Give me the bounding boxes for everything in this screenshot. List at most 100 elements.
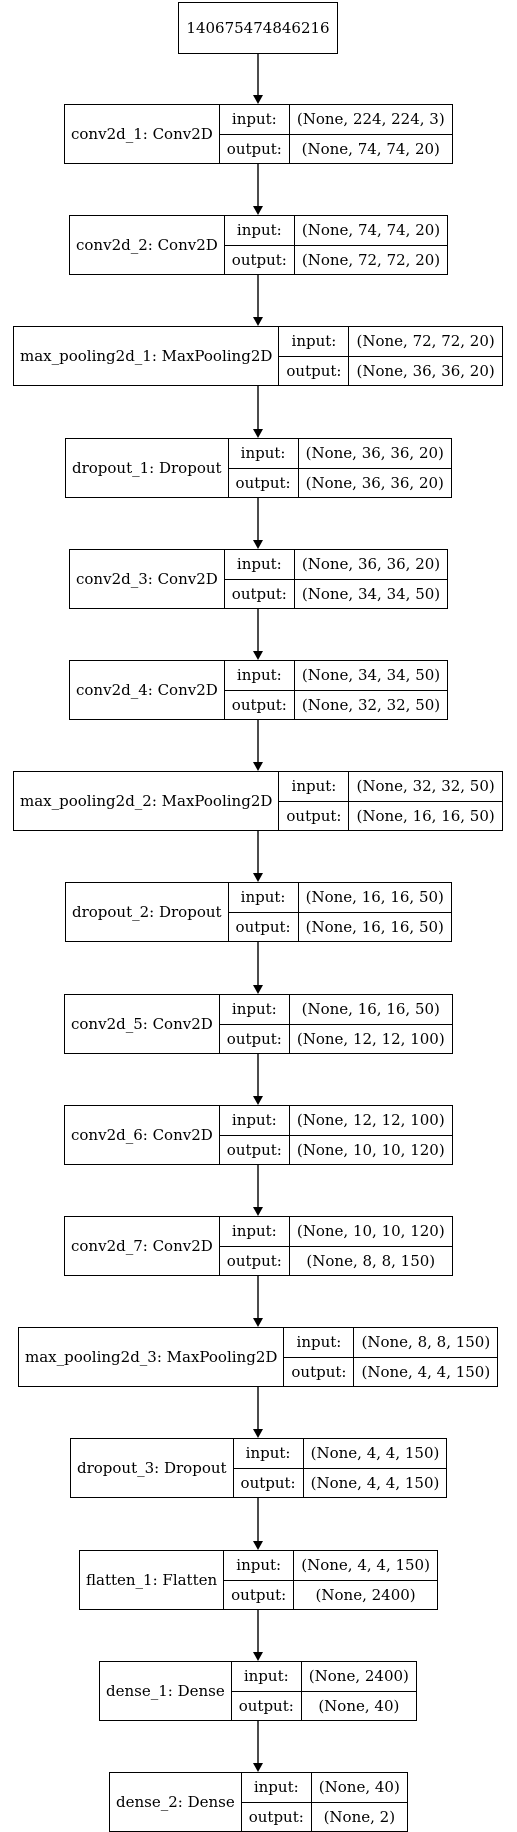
input-shape: (None, 4, 4, 150)	[303, 1439, 447, 1469]
input-port-label: input:	[219, 1106, 289, 1136]
port-labels: input: output:	[228, 439, 299, 497]
arrow-head	[253, 1541, 263, 1550]
input-port-label: input:	[224, 216, 294, 246]
output-port-label: output:	[248, 1807, 304, 1826]
port-labels: input: output:	[284, 1328, 355, 1386]
output-port-label: output:	[238, 1696, 294, 1715]
input-shape: (None, 10, 10, 120)	[289, 1217, 452, 1247]
layer-name: dropout_2: Dropout	[66, 883, 229, 941]
shape-values: (None, 224, 224, 3)(None, 74, 74, 20)	[289, 105, 452, 163]
arrow-head	[253, 1763, 263, 1772]
port-labels: input:output:	[224, 1551, 295, 1609]
output-shape: (None, 4, 4, 150)	[361, 1362, 491, 1381]
arrow-head	[253, 762, 263, 771]
input-port-label: input:	[224, 1551, 294, 1581]
layer-name: dropout_1: Dropout	[66, 439, 229, 497]
port-labels: input: output:	[279, 327, 350, 385]
output-shape: (None, 8, 8, 150)	[306, 1251, 436, 1270]
input-port-label: input:	[228, 883, 298, 913]
input-port-label: input:	[219, 995, 289, 1025]
port-labels: input:output:	[233, 1439, 304, 1497]
layer-name: dense_1: Dense	[100, 1662, 232, 1720]
shape-values: (None, 34, 34, 50)(None, 32, 32, 50)	[294, 661, 448, 719]
output-port-label: output:	[235, 473, 291, 492]
arrow-head	[253, 540, 263, 549]
output-port-label: output:	[286, 361, 342, 380]
port-labels: input: output:	[219, 1217, 290, 1275]
output-port-label: output:	[231, 584, 287, 603]
input-shape: (None, 40)	[311, 1773, 407, 1803]
layer-name: conv2d_1: Conv2D	[65, 105, 220, 163]
output-port-label: output:	[226, 1140, 282, 1159]
layer-name: conv2d_3: Conv2D	[70, 550, 225, 608]
output-port-label: output:	[235, 917, 291, 936]
output-shape: (None, 2)	[323, 1807, 396, 1826]
layer-name: dropout_3: Dropout	[71, 1439, 234, 1497]
arrow-head	[253, 206, 263, 215]
shape-values: (None, 36, 36, 20)(None, 34, 34, 50)	[294, 550, 448, 608]
output-shape: (None, 36, 36, 20)	[305, 473, 444, 492]
input-port-label: input:	[284, 1328, 354, 1358]
shape-values: (None, 36, 36, 20) (None, 36, 36, 20)	[298, 439, 451, 497]
arrow-head	[253, 1207, 263, 1216]
input-shape: (None, 74, 74, 20)	[294, 216, 448, 246]
output-port-label: output:	[231, 695, 287, 714]
port-labels: input: output:	[228, 883, 299, 941]
input-port-label: input:	[231, 1662, 301, 1692]
port-labels: input:output:	[219, 105, 290, 163]
port-labels: input: output:	[231, 1662, 302, 1720]
arrow-head	[253, 985, 263, 994]
port-labels: input:output:	[279, 772, 350, 830]
output-port-label: output:	[226, 1251, 282, 1270]
input-shape: (None, 8, 8, 150)	[354, 1328, 498, 1358]
output-port-label: output:	[286, 806, 342, 825]
input-shape: (None, 36, 36, 20)	[298, 439, 451, 469]
input-port-label: input:	[219, 1217, 289, 1247]
layer-name: conv2d_4: Conv2D	[70, 661, 225, 719]
arrow-head	[253, 429, 263, 438]
output-shape: (None, 10, 10, 120)	[296, 1140, 445, 1159]
input-shape: (None, 32, 32, 50)	[349, 772, 502, 802]
input-node-label: 140675474846216	[186, 19, 330, 37]
input-shape: (None, 16, 16, 50)	[298, 883, 451, 913]
input-port-label: input:	[241, 1773, 311, 1803]
input-shape: (None, 12, 12, 100)	[289, 1106, 452, 1136]
arrow-head	[253, 651, 263, 660]
output-port-label: output:	[291, 1362, 347, 1381]
input-port-label: input:	[224, 661, 294, 691]
input-shape: (None, 2400)	[301, 1662, 416, 1692]
shape-values: (None, 10, 10, 120) (None, 8, 8, 150)	[289, 1217, 452, 1275]
layer-name: flatten_1: Flatten	[80, 1551, 225, 1609]
shape-values: (None, 32, 32, 50) (None, 16, 16, 50)	[349, 772, 502, 830]
port-labels: input:output:	[224, 550, 295, 608]
input-port-label: input:	[219, 105, 289, 135]
output-port-label: output:	[240, 1473, 296, 1492]
layer-name: max_pooling2d_1: MaxPooling2D	[14, 327, 280, 385]
arrow-head	[253, 1429, 263, 1438]
input-port-label: input:	[228, 439, 298, 469]
shape-values: (None, 8, 8, 150) (None, 4, 4, 150)	[354, 1328, 498, 1386]
output-shape: (None, 16, 16, 50)	[356, 806, 495, 825]
layer-name: max_pooling2d_3: MaxPooling2D	[19, 1328, 285, 1386]
output-shape: (None, 72, 72, 20)	[301, 250, 441, 269]
output-shape: (None, 12, 12, 100)	[296, 1029, 445, 1048]
output-shape: (None, 32, 32, 50)	[301, 695, 441, 714]
output-shape: (None, 16, 16, 50)	[305, 917, 444, 936]
input-node: 140675474846216	[178, 2, 338, 54]
arrow-head	[253, 317, 263, 326]
shape-values: (None, 74, 74, 20) (None, 72, 72, 20)	[294, 216, 448, 274]
shape-values: (None, 16, 16, 50)(None, 12, 12, 100)	[289, 995, 452, 1053]
input-port-label: input:	[279, 327, 349, 357]
